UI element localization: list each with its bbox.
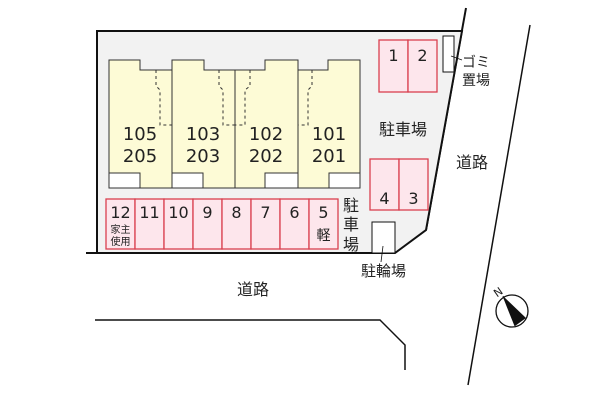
unit-102 (234, 59, 299, 189)
bicycle-label: 駐輪場 (361, 262, 406, 280)
parking-space (398, 158, 429, 211)
parking-space (369, 158, 400, 211)
parking-space (308, 198, 339, 250)
parking-space-number: 7 (260, 203, 270, 222)
parking-space-note: 家主 (111, 223, 131, 236)
road-label-right: 道路 (456, 153, 488, 172)
parking-space (407, 39, 438, 93)
road-label-bottom: 道路 (237, 280, 269, 299)
parking-vertical-3: 場 (343, 235, 359, 254)
parking-space (378, 39, 409, 93)
unit-number-1f: 103 (186, 124, 220, 145)
road-edge-right (467, 24, 531, 386)
parking-space-number: 4 (379, 189, 389, 208)
parking-space (279, 198, 310, 250)
parking-space-number: 11 (139, 203, 159, 222)
road-edge-bottom (95, 319, 406, 370)
north-compass-icon: N (491, 285, 529, 328)
building (108, 59, 361, 189)
parking-label: 駐車場 (379, 120, 427, 139)
parking-space-number: 2 (417, 46, 427, 65)
entry-box (108, 172, 141, 189)
entry-box (171, 172, 204, 189)
parking-space-number: 8 (231, 203, 241, 222)
unit-number-2f: 201 (312, 146, 346, 167)
parking-space-number: 9 (202, 203, 212, 222)
parking-space-number: 12 (110, 203, 130, 222)
parking-space-number: 3 (408, 189, 418, 208)
parking-space-note: 軽 (317, 228, 331, 244)
bicycle-parking-area (371, 221, 396, 254)
parking-space-number: 5 (318, 203, 328, 222)
unit-number-2f: 202 (249, 146, 283, 167)
parking-space (163, 198, 194, 250)
parking-space (105, 198, 136, 250)
unit-number-1f: 101 (312, 124, 346, 145)
parking-space (250, 198, 281, 250)
parking-space (221, 198, 252, 250)
parking-vertical-1: 駐 (343, 196, 359, 215)
unit-number-2f: 205 (123, 146, 157, 167)
parking-space-note: 使用 (111, 235, 131, 248)
garbage-area (442, 35, 455, 73)
entry-box (264, 172, 299, 189)
parking-space (134, 198, 165, 250)
unit-number-2f: 203 (186, 146, 220, 167)
garbage-label-1: ゴミ (462, 54, 490, 71)
unit-number-1f: 105 (123, 124, 157, 145)
garbage-label-2: 置場 (462, 73, 490, 89)
unit-number-1f: 102 (249, 124, 283, 145)
parking-space-number: 1 (388, 46, 398, 65)
entry-box (328, 172, 361, 189)
parking-vertical-2: 車 (343, 215, 359, 234)
parking-space-number: 10 (168, 203, 188, 222)
parking-space-number: 6 (289, 203, 299, 222)
